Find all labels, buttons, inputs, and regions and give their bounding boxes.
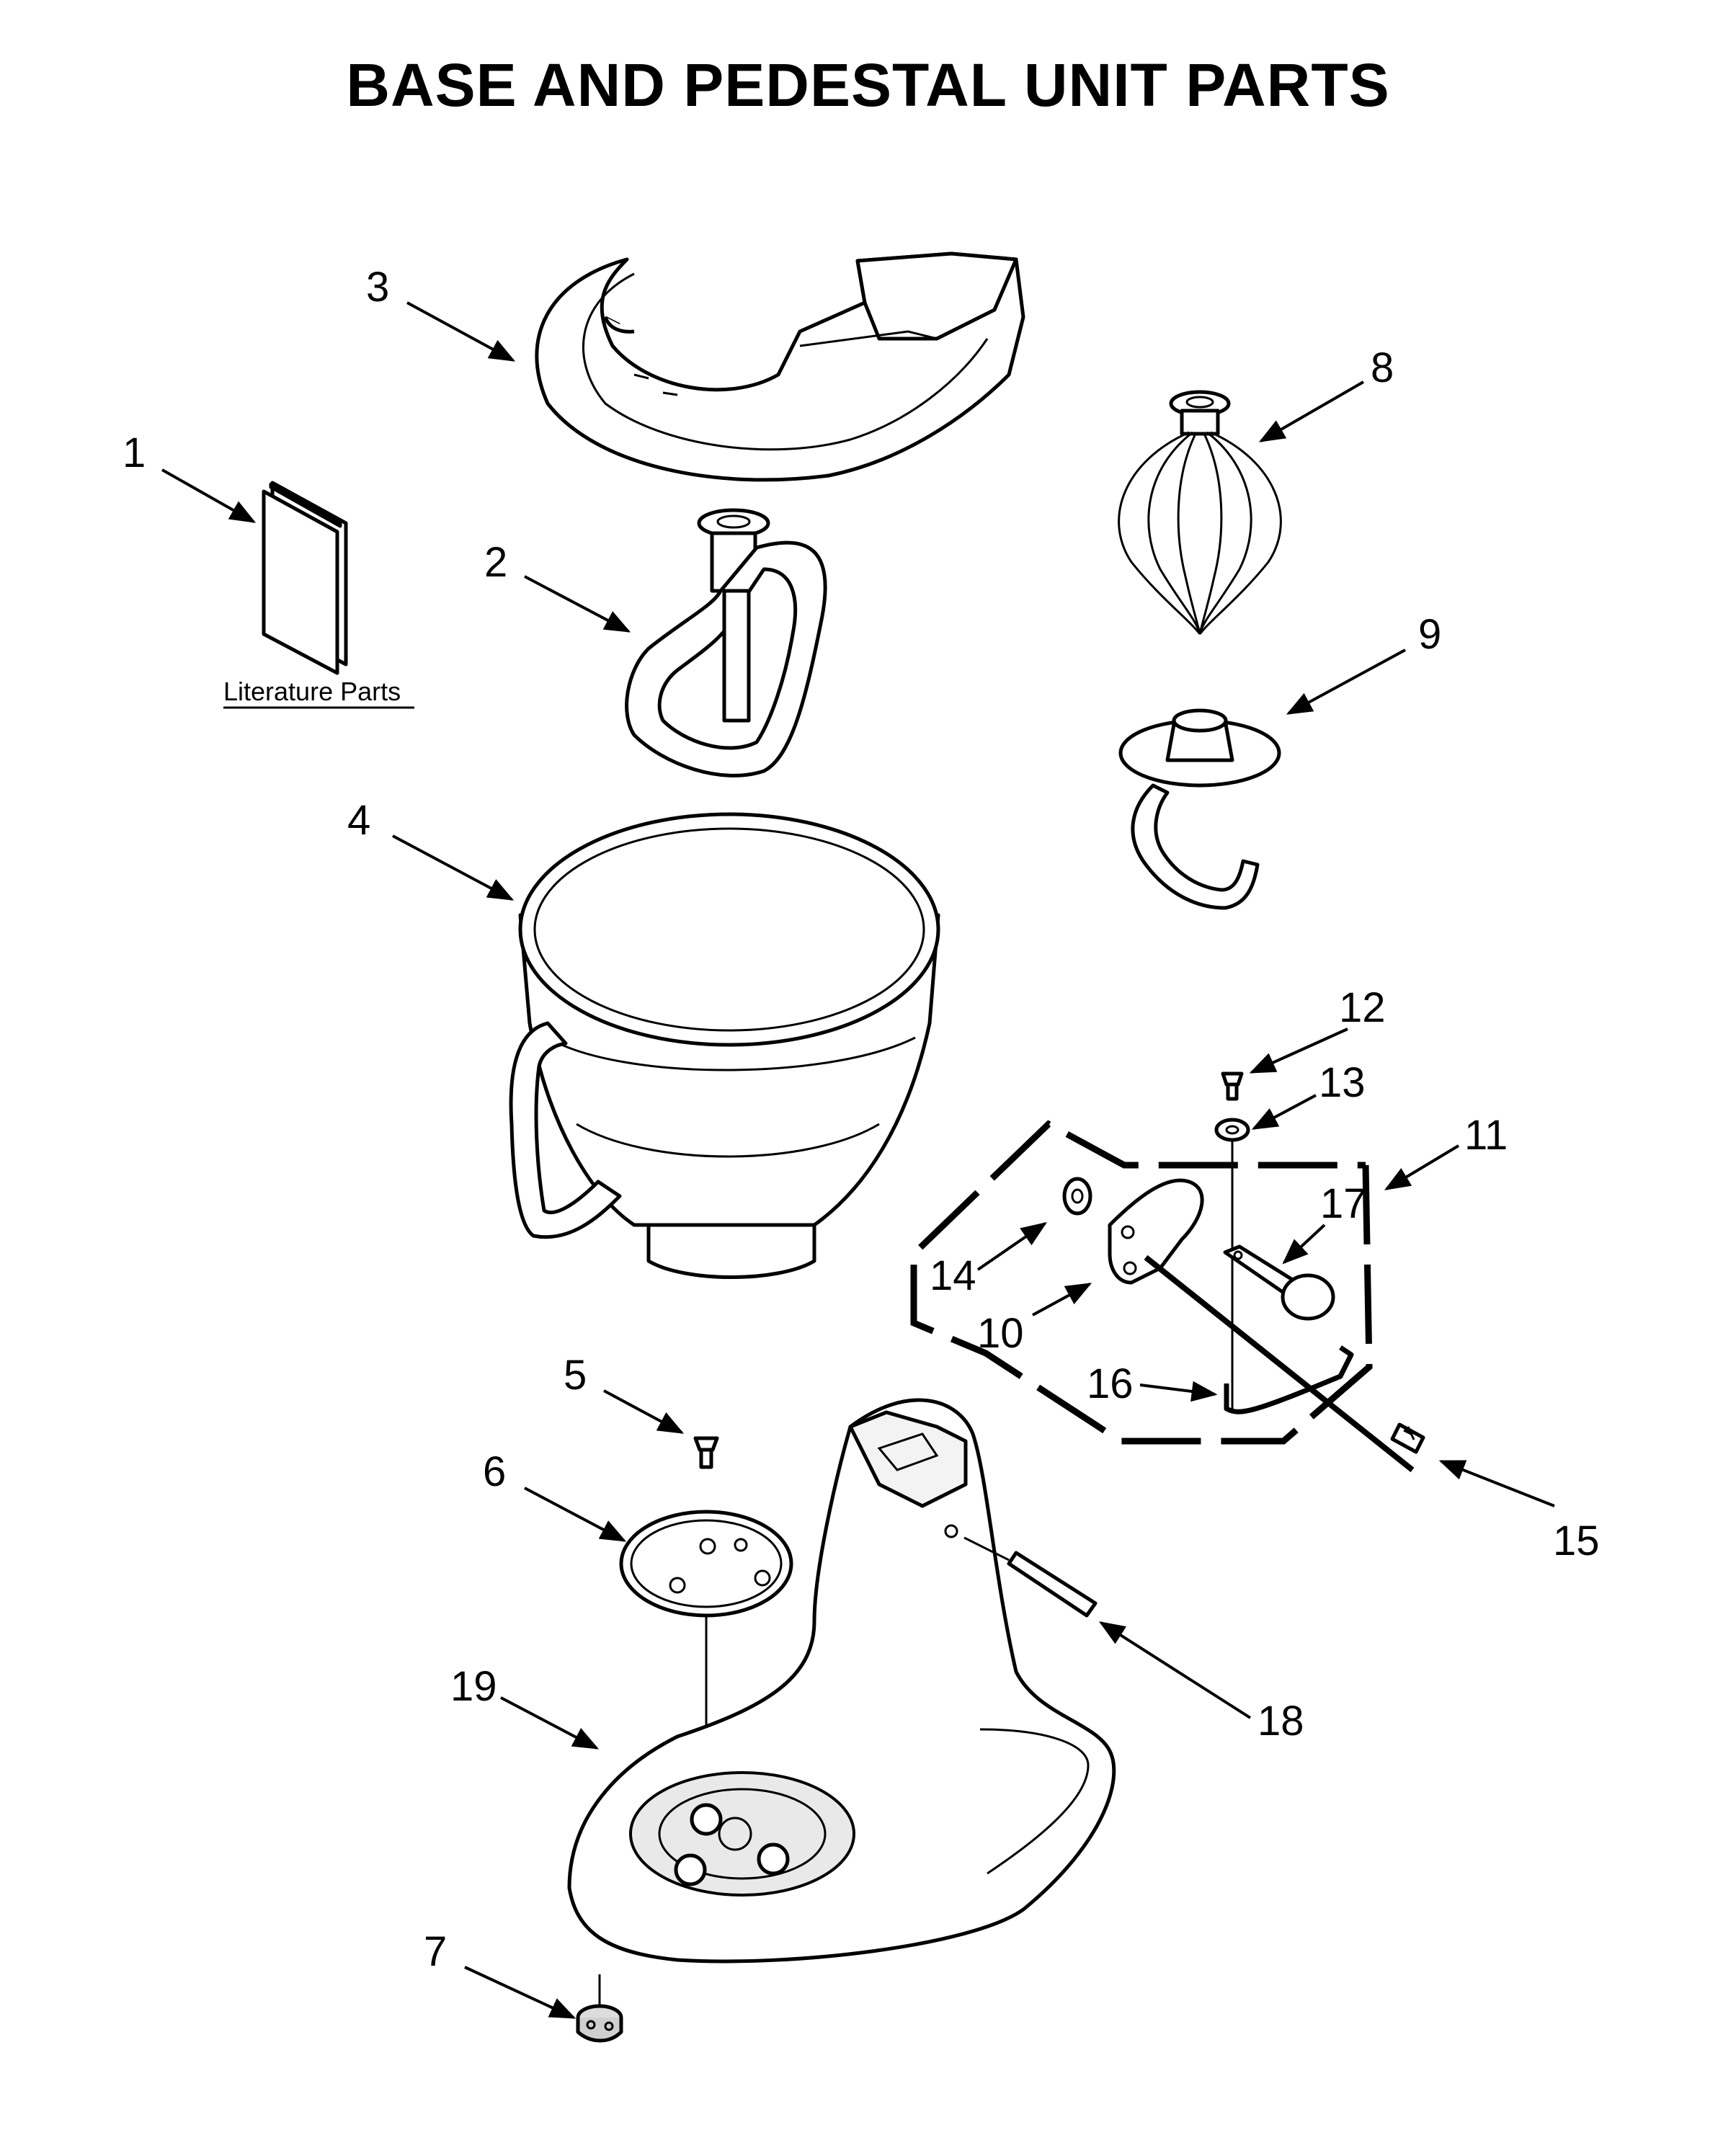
part-15-pin <box>1390 1422 1425 1454</box>
part-12-screw <box>1221 1071 1244 1101</box>
callout-10: 10 <box>977 1310 1024 1357</box>
callout-11: 11 <box>1464 1112 1508 1159</box>
literature-parts-label: Literature Parts <box>223 677 401 706</box>
callout-5: 5 <box>564 1352 587 1399</box>
part-8-wire-whip <box>1118 390 1282 635</box>
part-9-dough-hook <box>1118 708 1281 910</box>
part-3-pouring-shield <box>535 251 1025 482</box>
callout-4: 4 <box>347 797 370 844</box>
part-19-pedestal <box>567 1398 1116 1964</box>
part-6-base-plate <box>619 1510 793 1618</box>
callout-7: 7 <box>424 1928 447 1975</box>
part-17-lock-lever <box>1223 1244 1335 1321</box>
part-18-hinge-pin <box>963 1536 1098 1618</box>
part-16-rod <box>1224 1345 1354 1414</box>
callout-15: 15 <box>1553 1518 1600 1564</box>
part-4-bowl <box>509 812 940 1279</box>
callout-3: 3 <box>366 264 389 311</box>
part-14-washer <box>1062 1177 1092 1216</box>
callout-1: 1 <box>123 429 146 476</box>
callout-2: 2 <box>484 539 507 586</box>
callout-leaders <box>161 301 1555 2019</box>
callout-19: 19 <box>450 1663 497 1710</box>
part-1-literature-booklet: Literature Parts <box>223 481 414 709</box>
callout-numbers: 1 2 3 4 5 6 7 8 9 10 11 12 13 14 15 16 1… <box>123 264 1600 1975</box>
callout-16: 16 <box>1087 1360 1134 1407</box>
callout-13: 13 <box>1319 1059 1366 1106</box>
part-2-flat-beater <box>625 508 827 777</box>
callout-18: 18 <box>1258 1698 1304 1744</box>
page-title: BASE AND PEDESTAL UNIT PARTS <box>346 51 1390 119</box>
callout-8: 8 <box>1371 344 1394 391</box>
part-7-rubber-foot <box>576 1974 623 2043</box>
callout-6: 6 <box>483 1448 506 1495</box>
callout-12: 12 <box>1339 984 1386 1031</box>
callout-14: 14 <box>930 1252 976 1299</box>
part-10-hinge-bracket <box>1108 1178 1415 1473</box>
callout-17: 17 <box>1320 1180 1367 1227</box>
part-13-washer <box>1214 1118 1250 1142</box>
part-5-screw <box>693 1436 719 1469</box>
callout-9: 9 <box>1418 611 1441 658</box>
